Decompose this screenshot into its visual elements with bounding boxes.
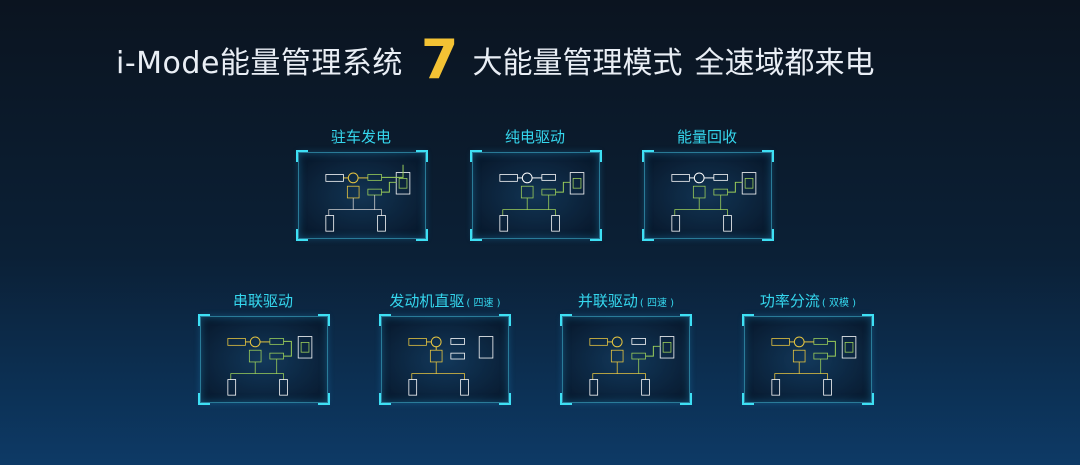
- mode-card-series-drive: 串联驱动: [198, 290, 330, 405]
- schematic-frame: [642, 150, 774, 241]
- mode-label: 驻车发电: [330, 128, 391, 146]
- mode-count: 7: [420, 28, 459, 91]
- page-title: i-Mode能量管理系统 7 大能量管理模式 全速域都来电: [116, 30, 874, 90]
- powertrain-schematic: [499, 172, 585, 232]
- schematic-frame: [379, 314, 511, 405]
- schematic-frame: [470, 150, 602, 241]
- title-prefix: i-Mode能量管理系统: [116, 46, 403, 81]
- powertrain-schematic: [227, 336, 313, 396]
- title-suffix: 全速域都来电: [694, 46, 875, 81]
- title-middle: 大能量管理模式: [472, 46, 683, 81]
- schematic-frame: [742, 314, 874, 405]
- mode-label: 功率分流( 双模 ): [759, 292, 857, 310]
- mode-card-engine-direct-drive: 发动机直驱( 四速 ): [379, 290, 511, 405]
- mode-card-parallel-drive: 并联驱动( 四速 ): [560, 290, 692, 405]
- mode-label: 纯电驱动: [504, 128, 565, 146]
- schematic-frame: [296, 150, 428, 241]
- mode-card-power-split: 功率分流( 双模 ): [742, 290, 874, 405]
- powertrain-schematic: [408, 336, 494, 396]
- powertrain-schematic: [589, 336, 675, 396]
- mode-label: 并联驱动( 四速 ): [577, 292, 675, 310]
- mode-card-pure-electric-drive: 纯电驱动: [470, 126, 602, 241]
- powertrain-schematic: [325, 164, 411, 232]
- mode-label: 能量回收: [676, 128, 737, 146]
- schematic-frame: [560, 314, 692, 405]
- mode-card-energy-recovery: 能量回收: [642, 126, 774, 241]
- mode-card-parking-generation: 驻车发电: [296, 126, 428, 241]
- powertrain-schematic: [671, 172, 757, 232]
- mode-label: 发动机直驱( 四速 ): [389, 292, 501, 310]
- powertrain-schematic: [771, 336, 857, 396]
- mode-label: 串联驱动: [232, 292, 293, 310]
- schematic-frame: [198, 314, 330, 405]
